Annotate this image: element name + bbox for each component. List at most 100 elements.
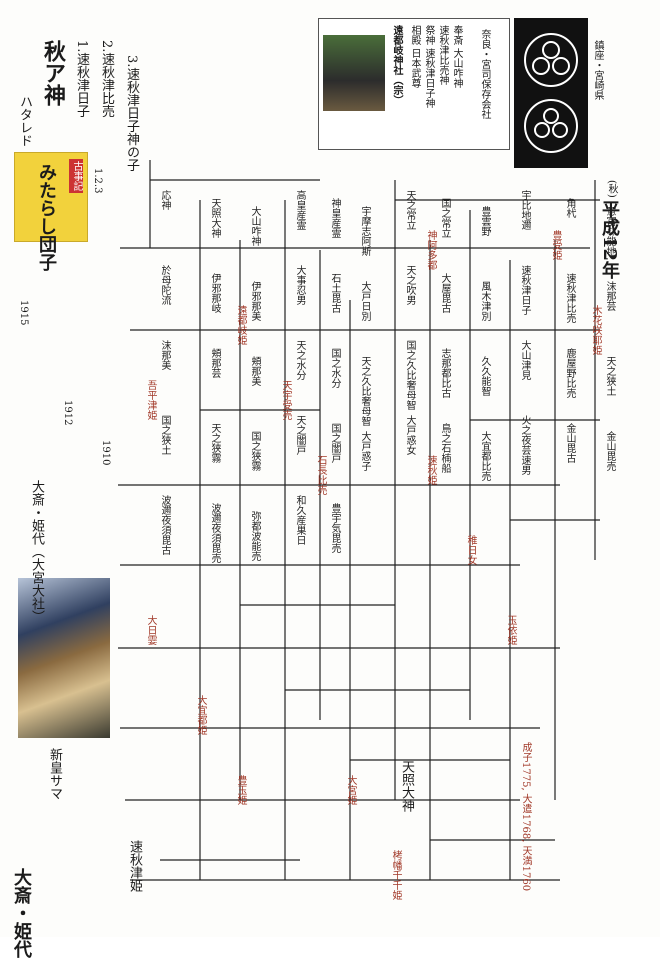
tree-node: 金山毘売: [604, 431, 615, 471]
branch-3: 3.速秋津日子神の子: [124, 55, 139, 172]
red-annotation: 大宮姫: [345, 775, 356, 805]
tree-node: 鳥之石楠船: [439, 423, 450, 473]
shrine-card-title: 遠都岐神社（宗）: [391, 25, 402, 105]
shrine-card-line: 奉斎 大山咋神: [451, 25, 462, 89]
tree-node: 速秋津比売: [564, 273, 575, 323]
tree-node: 大戸惑子: [359, 431, 370, 471]
tree-node: 高皇産霊: [294, 190, 305, 230]
tree-node: 弥都波能売: [249, 511, 260, 561]
red-annotation: 神阿多都: [425, 230, 436, 270]
tree-node: 豊宇気毘売: [329, 503, 340, 553]
red-annotation: 稚日女: [465, 535, 476, 565]
red-annotation: 天宇受売: [280, 380, 291, 420]
tree-node: 天之狭霧: [209, 423, 220, 463]
red-annotation: 大宜都姫: [195, 695, 206, 735]
book-label-top: 古事記: [69, 159, 83, 193]
red-annotation: 石長比売: [315, 455, 326, 495]
shrine-card-line: 祭神 速秋津日子神: [423, 25, 434, 109]
shrine-card-line: 相殿 日本武尊: [409, 25, 420, 89]
tree-node: 神皇産霊: [329, 198, 340, 238]
shrine-photo-left: [18, 578, 110, 738]
tree-node: 天之久比奢母智: [359, 356, 370, 426]
year-note-2: 1912: [62, 400, 73, 426]
crest-icon: [524, 33, 578, 153]
crest-caption: 鎮座・宮崎県: [592, 40, 603, 100]
red-annotation: 速秋姫: [425, 455, 436, 485]
book-label-main: みたらし団子: [36, 163, 57, 271]
tree-node: 天之常立: [404, 190, 415, 230]
book-label-sub: 1.2.3: [92, 168, 103, 194]
tree-node: 天之水分: [294, 340, 305, 380]
tree-node: 大戸日別: [359, 281, 370, 321]
tree-node: 大山津見: [519, 340, 530, 380]
shrine-card-line: 速秋津比売神: [437, 25, 448, 85]
tree-lines: [118, 160, 600, 881]
branch-2: 2.速秋津比売: [99, 40, 114, 118]
red-annotation: 玉依姫: [505, 615, 516, 645]
tree-node: 天之狭土: [604, 356, 615, 396]
tree-node: 国之狭霧: [249, 431, 260, 471]
tree-node: 和久産巣日: [294, 495, 305, 545]
tree-node: 伊邪那岐: [209, 273, 220, 313]
tree-node: 大戸惑女: [404, 415, 415, 455]
tree-node: 国之水分: [329, 348, 340, 388]
tree-node: 大山咋神: [249, 206, 260, 246]
tree-node: 国之常立: [439, 198, 450, 238]
tree-node: 石土毘古: [329, 273, 340, 313]
tree-node: 大宜都比売: [479, 431, 490, 481]
tree-node: 於母陀流: [159, 265, 170, 305]
tree-node: 意富斗能地: [604, 206, 615, 256]
tree-node: 宇摩志阿斯: [359, 206, 370, 256]
tree-node: 速秋津日子: [519, 265, 530, 315]
tree-node: 国之久比奢母智: [404, 340, 415, 410]
tree-node: 天之闇戸: [294, 415, 305, 455]
tree-node: 伊邪那美: [249, 281, 260, 321]
tree-node: 天之吹男: [404, 265, 415, 305]
red-annotation: 吾平津姫: [145, 380, 156, 420]
shrine-card-footer: 奈良・宮司保存会社: [479, 29, 490, 119]
tree-node: 波邇夜須毘古: [159, 495, 170, 555]
tree-node: 沫那芸: [604, 281, 615, 311]
tree-node: 沫那美: [159, 340, 170, 370]
ancestor-label: 新皇サマ: [47, 748, 62, 800]
tree-node: 頬那美: [249, 356, 260, 386]
red-annotation: 木花咲耶姫: [590, 305, 601, 355]
tree-node: 風木津別: [479, 281, 490, 321]
tree-node: 大事忍男: [294, 265, 305, 305]
red-annotation: 大日孁: [145, 615, 156, 645]
tree-node: 角杙: [564, 198, 575, 218]
right-note: 成子1775, 大遣1768, 天満1760: [520, 742, 531, 892]
founder-label: 速秋津姫: [127, 840, 142, 892]
shrine-photo: [323, 35, 385, 111]
red-annotation: 栲幡千千姫: [390, 850, 401, 900]
red-annotation: 遠都岐姫: [235, 305, 246, 345]
tree-node: 金山毘古: [564, 423, 575, 463]
red-annotation: 豊受姫: [550, 230, 561, 260]
tree-node: 火之夜芸速男: [519, 415, 530, 475]
family-tree-page: ハタレド・カミ 秋ア神 1.速秋津日子 2.速秋津比売 3.速秋津日子神の子 遠…: [11, 18, 620, 958]
tree-node: 宇比地邇: [519, 190, 530, 230]
shrine-card: 遠都岐神社（宗） 相殿 日本武尊 祭神 速秋津日子神 速秋津比売神 奉斎 大山咋…: [318, 18, 510, 150]
tree-node: 天照大神: [209, 198, 220, 238]
tree-node: 波邇夜須毘売: [209, 503, 220, 563]
red-annotation: 豊玉姫: [235, 775, 246, 805]
mid-node-label: 天照大神: [399, 760, 414, 812]
book-label: 古事記 みたらし団子: [14, 152, 88, 271]
tree-node: 頬那芸: [209, 348, 220, 378]
year-note-3: 1915: [18, 300, 29, 326]
branch-1: 1.速秋津日子: [74, 40, 89, 118]
tree-node: 志那都比古: [439, 348, 450, 398]
left-title: 大斎・姫代: [11, 868, 32, 958]
tree-node: 応神: [159, 190, 170, 210]
issue-label: 平成12年: [599, 200, 620, 280]
tree-node: 鹿屋野比売: [564, 348, 575, 398]
year-note: 1910: [100, 440, 111, 466]
tree-node: 大屋毘古: [439, 273, 450, 313]
tree-node: 国之闇戸: [329, 423, 340, 463]
tree-node: 国之狭土: [159, 415, 170, 455]
left-photo-caption: 大斎・姫代（大宮大社）: [29, 480, 44, 623]
tree-node: 久久能智: [479, 356, 490, 396]
crest-badge: [514, 18, 588, 168]
issue-mark: (秋): [606, 180, 617, 198]
tree-node: 豊雲野: [479, 206, 490, 236]
